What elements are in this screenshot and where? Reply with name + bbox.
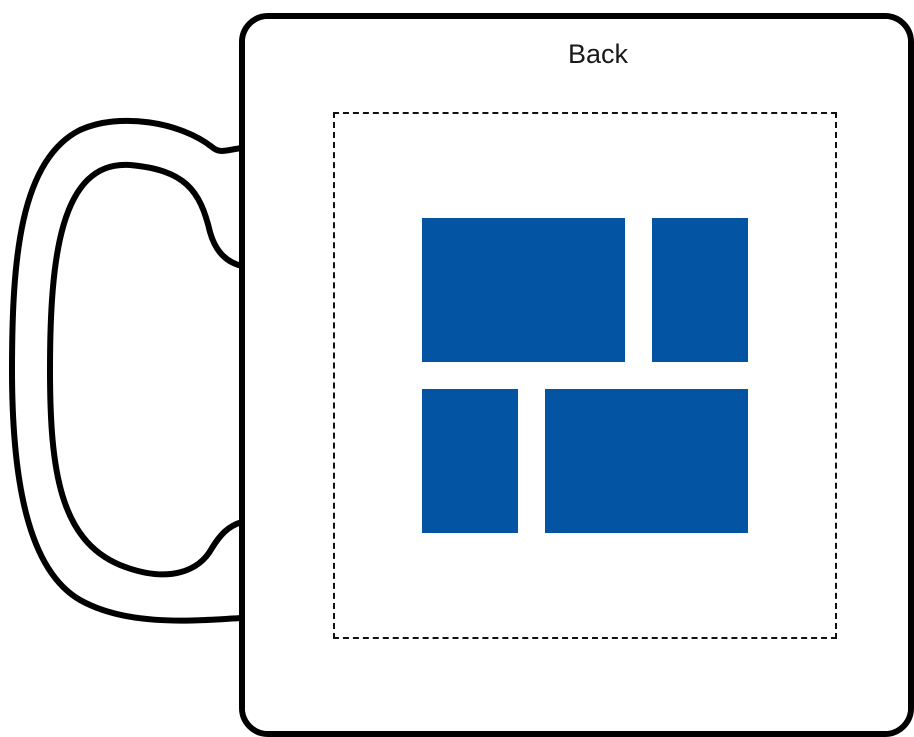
mug-side-label: Back xyxy=(567,39,629,69)
print-area-boundary xyxy=(333,112,837,639)
mug-body-fill xyxy=(245,19,908,731)
layout-tile-small-top[interactable] xyxy=(652,218,748,362)
layout-tile-large-bottom[interactable] xyxy=(545,389,748,533)
layout-tile-small-bottom[interactable] xyxy=(422,389,518,533)
mug-handle xyxy=(9,117,245,624)
layout-tile-large-top[interactable] xyxy=(422,218,625,362)
